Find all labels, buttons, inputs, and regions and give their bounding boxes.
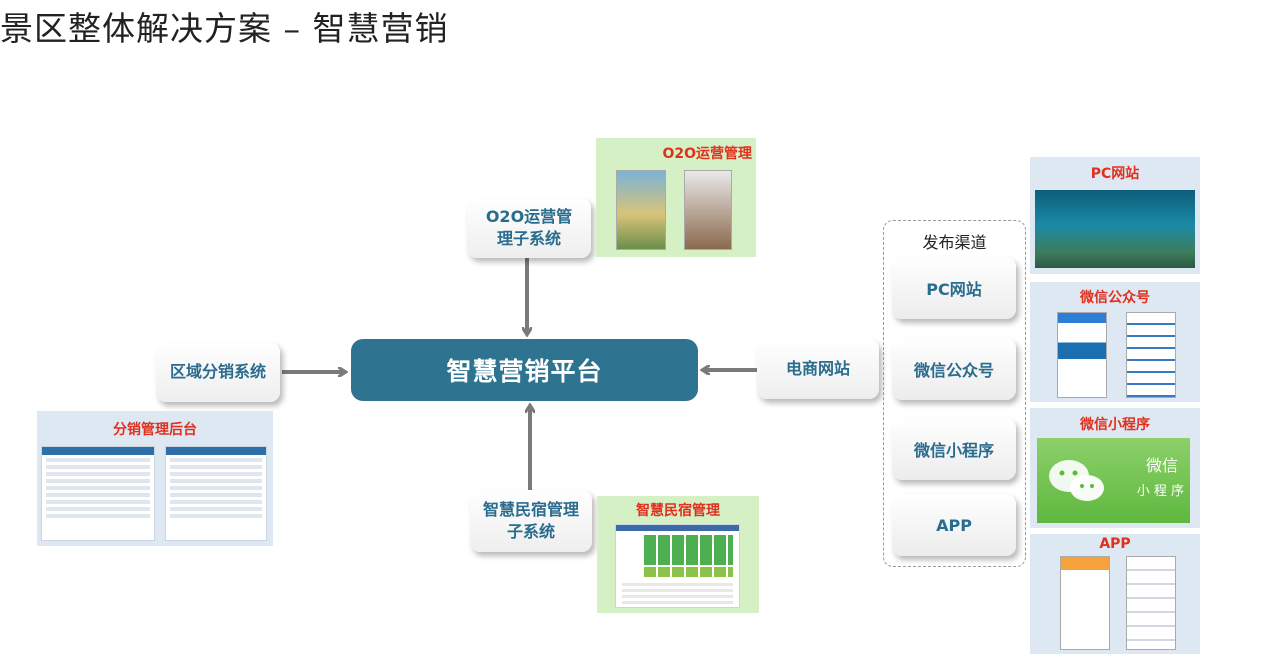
panel-homestay: 智慧民宿管理 <box>597 496 759 613</box>
channel-app: APP <box>892 494 1016 556</box>
panel-distribution-label: 分销管理后台 <box>113 422 197 438</box>
panel-o2o: O2O运营管理 <box>596 138 756 257</box>
miniprogram-banner: 微信 小 程 序 <box>1037 438 1190 523</box>
panel-app-label: APP <box>1099 536 1131 552</box>
app-screenshot-1 <box>1060 556 1110 650</box>
panel-o2o-label: O2O运营管理 <box>662 146 752 162</box>
node-homestay: 智慧民宿管理子系统 <box>470 490 592 552</box>
app-screenshot-2 <box>1126 556 1176 650</box>
node-ecommerce: 电商网站 <box>757 339 879 399</box>
panel-homestay-label: 智慧民宿管理 <box>636 503 720 519</box>
panel-miniprogram-label: 微信小程序 <box>1080 417 1150 433</box>
channel-wechat: 微信公众号 <box>892 338 1016 400</box>
node-ecommerce-label: 电商网站 <box>785 359 850 378</box>
panel-pc: PC网站 <box>1030 157 1200 274</box>
panel-wechat-label: 微信公众号 <box>1080 290 1150 306</box>
node-o2o-label: O2O运营管理子系统 <box>485 207 573 248</box>
distribution-screenshot-2 <box>165 446 267 541</box>
homestay-screenshot <box>615 524 740 608</box>
channel-group <box>883 220 1026 567</box>
node-homestay-label: 智慧民宿管理子系统 <box>482 500 579 541</box>
panel-pc-label: PC网站 <box>1090 166 1140 182</box>
wechat-logo-icon <box>1049 460 1104 501</box>
channel-title: 发布渠道 <box>922 233 987 252</box>
channel-pc: PC网站 <box>892 257 1016 319</box>
pc-screenshot <box>1035 190 1195 268</box>
panel-distribution: 分销管理后台 <box>37 411 273 546</box>
panel-miniprogram: 微信小程序 微信 小 程 序 <box>1030 408 1200 528</box>
wechat-screenshot-2 <box>1126 312 1176 398</box>
miniprogram-logo-text: 微信 <box>1145 456 1178 475</box>
node-o2o: O2O运营管理子系统 <box>467 198 591 258</box>
wechat-screenshot-1 <box>1057 312 1107 398</box>
center-platform: 智慧营销平台 <box>351 339 698 401</box>
miniprogram-sub-text: 小 程 序 <box>1136 484 1184 499</box>
o2o-screenshot-2 <box>684 170 732 250</box>
o2o-screenshot-1 <box>616 170 666 250</box>
panel-app: APP <box>1030 534 1200 654</box>
panel-wechat: 微信公众号 <box>1030 282 1200 402</box>
node-region-label: 区域分销系统 <box>169 362 266 381</box>
channel-miniprogram: 微信小程序 <box>892 418 1016 480</box>
distribution-screenshot-1 <box>41 446 155 541</box>
node-region: 区域分销系统 <box>156 342 280 402</box>
page-title: 景区整体解决方案 – 智慧营销 <box>0 9 449 48</box>
